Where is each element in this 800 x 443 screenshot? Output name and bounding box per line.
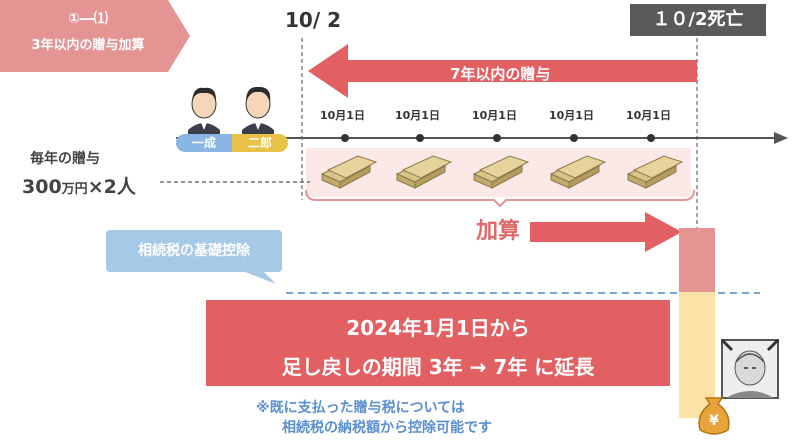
basic-deduction-pointer — [240, 270, 276, 284]
person-name-tag: 二郎 — [232, 134, 288, 152]
note-line2: 相続税の納税額から控除可能です — [282, 420, 492, 436]
added-gift-segment — [679, 228, 715, 292]
svg-text:¥: ¥ — [709, 413, 719, 429]
timeline-date-label: 10月1日 — [626, 109, 671, 122]
estate-bar — [679, 228, 715, 418]
timeline-date-label: 10月1日 — [472, 109, 517, 122]
death-date-label: １０/2死亡 — [630, 4, 766, 36]
extension-banner: 2024年1月1日から 足し戻しの期間 3年 → 7年 に延長 — [206, 300, 670, 386]
timeline-date-label: 10月1日 — [549, 109, 594, 122]
person-name-tag: 一成 — [176, 134, 232, 152]
note-line1: ※既に支払った贈与税については — [256, 400, 465, 416]
amount-unit: 万円 — [61, 182, 88, 197]
money-stack-icon — [549, 155, 607, 189]
start-date-label: 10/ 2 — [285, 8, 342, 32]
money-bag-icon: ¥ — [698, 397, 730, 435]
timeline-dot — [493, 134, 501, 142]
basic-deduction-box: 相続税の基礎控除 — [106, 230, 282, 272]
timeline-dot — [647, 134, 655, 142]
amount-suffix: ×2人 — [87, 176, 136, 198]
banner-line2: 足し戻しの期間 3年 → 7年 に延長 — [281, 355, 595, 379]
section-badge-text: ①―⑴ 3年以内の贈与加算 — [8, 8, 168, 53]
gift-period-label: 7年以内の贈与 — [450, 65, 551, 83]
add-arrow — [530, 212, 682, 252]
money-stack-icon — [472, 155, 530, 189]
timeline-dot — [416, 134, 424, 142]
annual-gift-amount: 300万円×2人 — [22, 172, 136, 199]
banner-line1: 2024年1月1日から — [346, 316, 530, 340]
amount-number: 300 — [22, 176, 62, 198]
elderly-person-icon — [720, 338, 780, 399]
annual-gift-label: 毎年の贈与 — [30, 151, 100, 167]
add-label: 加算 — [476, 219, 521, 244]
timeline-dot — [341, 134, 349, 142]
section-badge — [0, 0, 190, 72]
money-stack-icon — [320, 155, 378, 189]
tax-credit-note: ※既に支払った贈与税については 相続税の納税額から控除可能です — [256, 398, 492, 438]
person-icon — [242, 86, 274, 136]
seven-year-arrow — [308, 44, 697, 98]
money-stack-icon — [395, 155, 453, 189]
person-icon — [188, 87, 220, 136]
badge-title: 3年以内の贈与加算 — [31, 38, 145, 53]
timeline-date-label: 10月1日 — [320, 109, 365, 122]
timeline-date-label: 10月1日 — [395, 109, 440, 122]
money-stack-icon — [626, 155, 684, 189]
badge-number: ①―⑴ — [68, 11, 108, 27]
timeline-dot — [570, 134, 578, 142]
estate-segment — [679, 292, 715, 418]
